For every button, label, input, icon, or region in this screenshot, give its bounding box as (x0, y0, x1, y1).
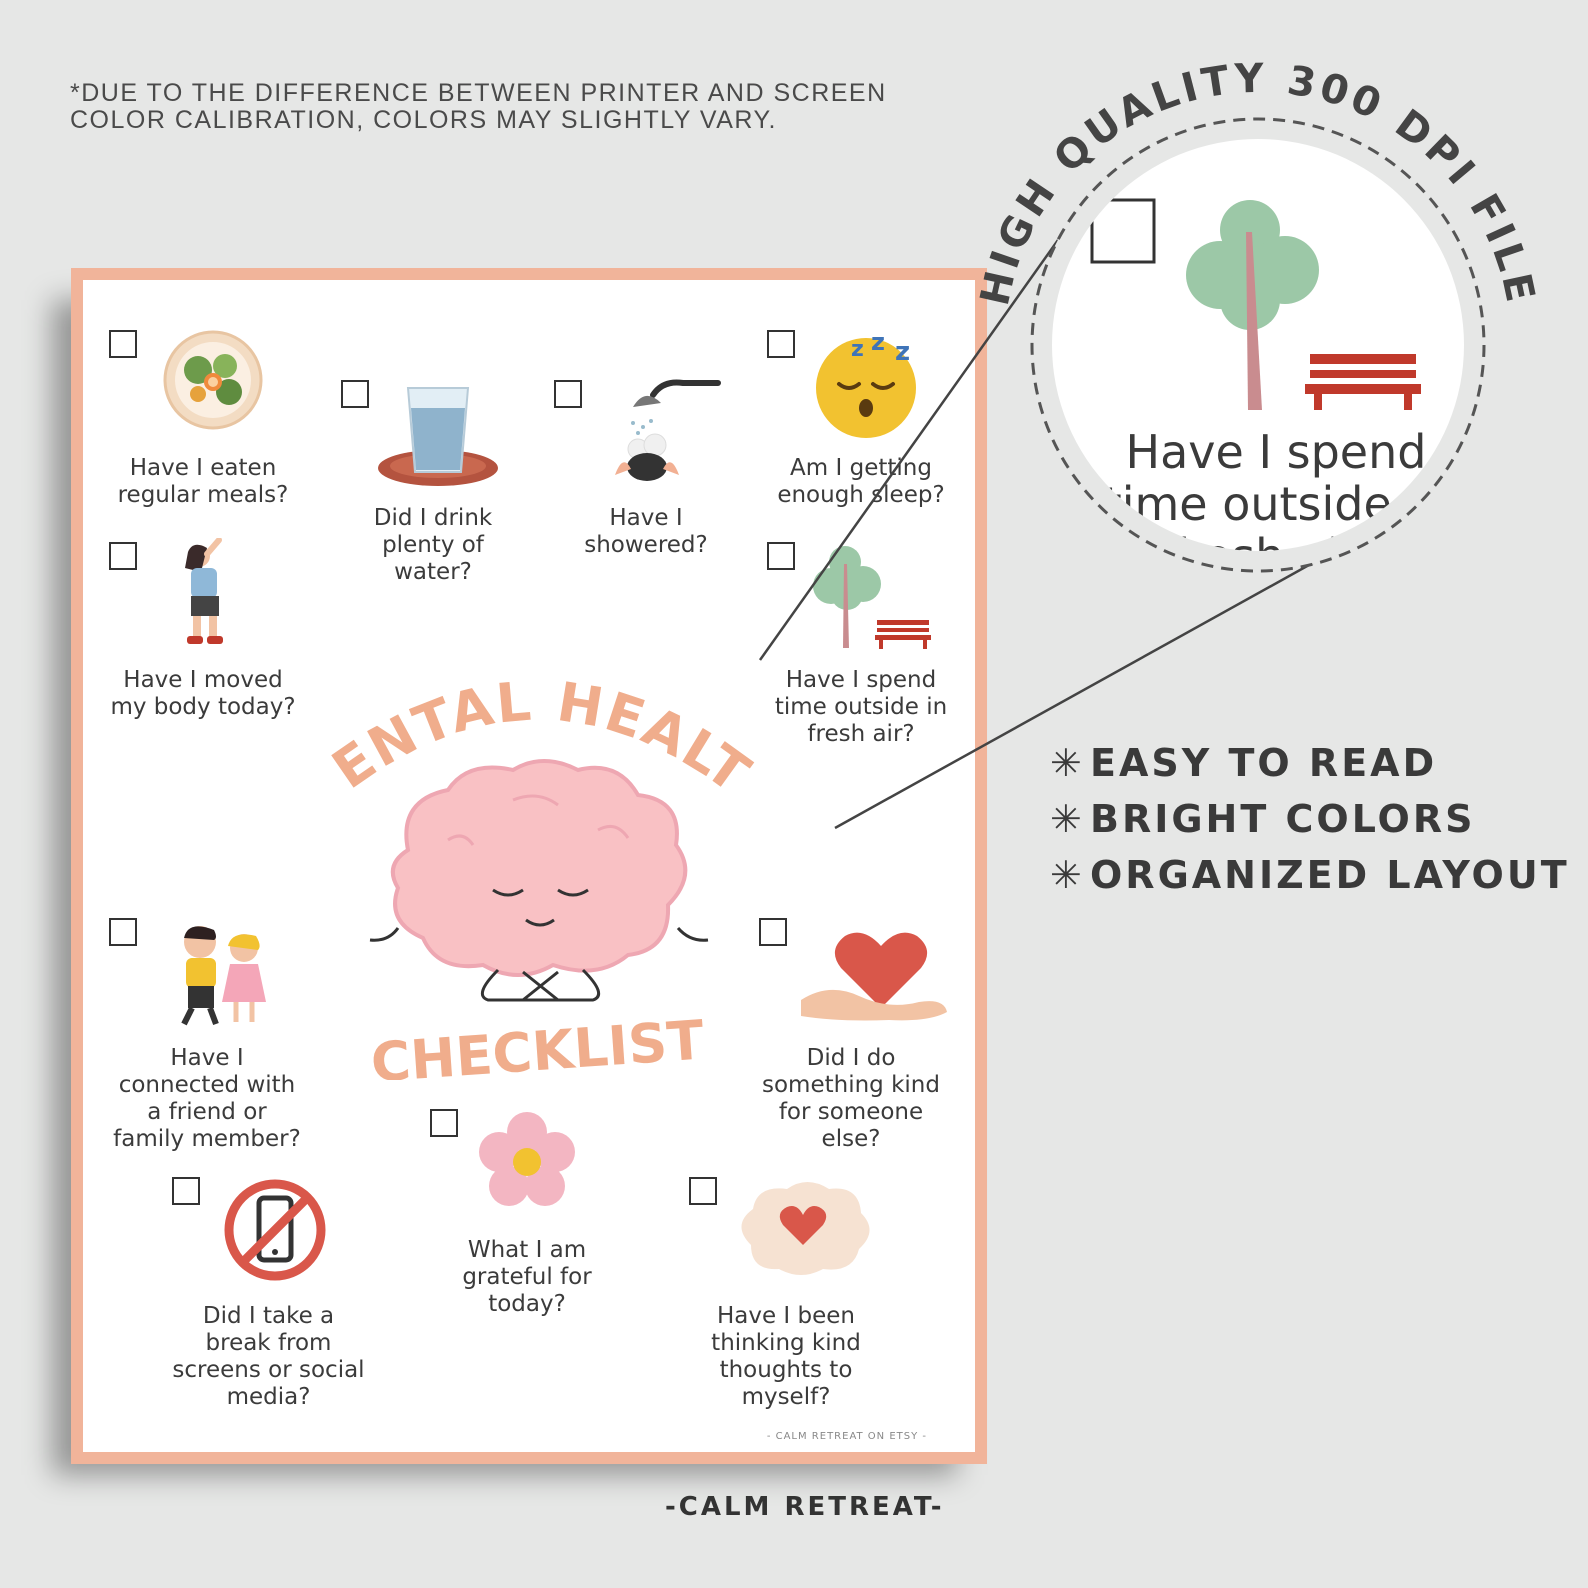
zoom-tree-bench-icon (1186, 200, 1421, 410)
feature-item: ✳EASY TO READ (1050, 735, 1570, 791)
asterisk-icon: ✳ (1050, 853, 1085, 897)
asterisk-icon: ✳ (1050, 797, 1085, 841)
asterisk-icon: ✳ (1050, 741, 1085, 785)
leader-line-top (758, 239, 1060, 661)
label-kindness: Did I do something kind for someone else… (762, 1045, 940, 1152)
checkbox-kindness[interactable] (759, 918, 787, 946)
color-disclaimer: *DUE TO THE DIFFERENCE BETWEEN PRINTER A… (70, 80, 930, 134)
disclaimer-line-1: *DUE TO THE DIFFERENCE BETWEEN PRINTER A… (70, 79, 887, 107)
svg-text:z: z (895, 337, 910, 367)
label-kind-thoughts: Have I been thinking kind thoughts to my… (711, 1303, 861, 1410)
svg-text:z: z (851, 337, 864, 362)
checkbox-connect[interactable] (109, 918, 137, 946)
checkbox-water[interactable] (341, 380, 369, 408)
checkbox-kind-thoughts[interactable] (689, 1177, 717, 1205)
flower-icon (479, 1112, 575, 1206)
label-shower: Have I showered? (584, 505, 708, 558)
salad-plate-icon (163, 330, 263, 430)
title-and-brain: MENTAL HEALTH CHECKLIST (298, 660, 760, 1080)
checkbox-outside[interactable] (767, 542, 795, 570)
label-connect: Have I connected with a friend or family… (113, 1045, 301, 1152)
label-move: Have I moved my body today? (110, 667, 296, 720)
label-water: Did I drink plenty of water? (373, 505, 493, 585)
zoom-text-line-1: Have I spend (1126, 425, 1427, 479)
zoom-checkbox (1090, 198, 1156, 264)
checkbox-grateful[interactable] (430, 1109, 458, 1137)
checkbox-shower[interactable] (554, 380, 582, 408)
no-phone-icon (224, 1179, 326, 1281)
leader-line-bottom (834, 558, 1319, 830)
label-outside: Have I spend time outside in fresh air? (774, 667, 948, 747)
checkbox-sleep[interactable] (767, 330, 795, 358)
disclaimer-line-2: COLOR CALIBRATION, COLORS MAY SLIGHTLY V… (70, 106, 777, 134)
feature-item: ✳ORGANIZED LAYOUT (1050, 847, 1570, 903)
poster-credit: - CALM RETREAT ON ETSY - (766, 1431, 927, 1442)
stretching-person-icon (185, 538, 223, 644)
water-glass-icon (378, 387, 498, 486)
label-grateful: What I am grateful for today? (462, 1237, 592, 1317)
heart-in-hand-icon (801, 932, 947, 1021)
svg-text:z: z (871, 328, 885, 356)
meditating-brain-icon (369, 759, 709, 1002)
checkbox-screens[interactable] (172, 1177, 200, 1205)
checklist-poster: Have I eaten regular meals? Did I drink … (71, 268, 987, 1464)
feature-item: ✳BRIGHT COLORS (1050, 791, 1570, 847)
shower-icon (615, 379, 721, 481)
label-screens: Did I take a break from screens or socia… (172, 1303, 365, 1410)
checkbox-meals[interactable] (109, 330, 137, 358)
label-meals: Have I eaten regular meals? (117, 455, 289, 508)
heart-cloud-icon (741, 1182, 870, 1275)
tree-bench-icon (813, 546, 931, 649)
feature-list: ✳EASY TO READ ✳BRIGHT COLORS ✳ORGANIZED … (1050, 735, 1570, 903)
label-sleep: Am I getting enough sleep? (777, 455, 945, 508)
sleeping-face-icon: z z z (816, 328, 916, 438)
two-kids-icon (181, 926, 266, 1026)
brand-name: -CALM RETREAT- (665, 1492, 945, 1522)
checkbox-move[interactable] (109, 542, 137, 570)
poster-sheet: Have I eaten regular meals? Did I drink … (83, 280, 975, 1452)
